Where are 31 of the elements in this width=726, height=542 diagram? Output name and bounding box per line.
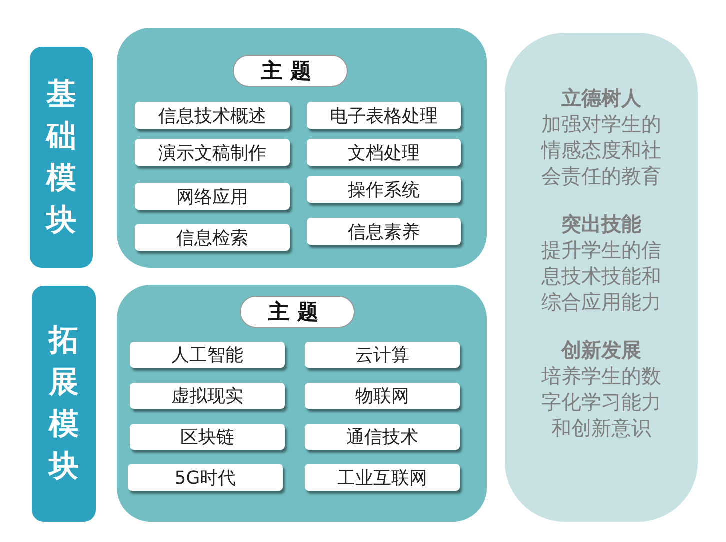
topic-box: 信息素养 (307, 218, 461, 245)
topic-box: 通信技术 (305, 424, 460, 450)
goal-heading: 立德树人 (562, 85, 642, 111)
module-label-bar (30, 47, 93, 268)
topic-header-pill: 主题 (233, 55, 348, 87)
topic-panel (117, 285, 487, 522)
goals-panel (505, 33, 698, 522)
topic-box: 区块链 (130, 424, 285, 450)
goal-heading: 突出技能 (562, 211, 642, 237)
goal-description: 加强对学生的情感态度和社会责任的教育 (540, 111, 662, 189)
topic-panel (117, 28, 487, 268)
topic-box: 物联网 (305, 383, 460, 409)
topic-box: 云计算 (305, 342, 460, 368)
goal-description: 培养学生的数字化学习能力和创新意识 (540, 363, 662, 441)
topic-box: 操作系统 (307, 176, 461, 203)
module-title: 基础模块 (46, 76, 78, 240)
topic-header-pill: 主题 (240, 296, 355, 328)
topic-box: 网络应用 (135, 183, 290, 210)
topic-box: 虚拟现实 (130, 383, 285, 409)
topic-box: 电子表格处理 (307, 102, 461, 129)
topic-box: 人工智能 (130, 342, 285, 368)
topic-box: 信息检索 (135, 224, 290, 251)
module-label-bar (32, 286, 96, 522)
goal-heading: 创新发展 (562, 337, 642, 363)
topic-box: 文档处理 (307, 139, 461, 166)
topic-box: 演示文稿制作 (135, 139, 290, 166)
goal-description: 提升学生的信息技术技能和综合应用能力 (540, 237, 662, 315)
topic-box: 5G时代 (128, 464, 283, 491)
module-title: 拓展模块 (48, 322, 80, 486)
topic-box: 信息技术概述 (135, 102, 290, 129)
topic-box: 工业互联网 (305, 464, 460, 491)
